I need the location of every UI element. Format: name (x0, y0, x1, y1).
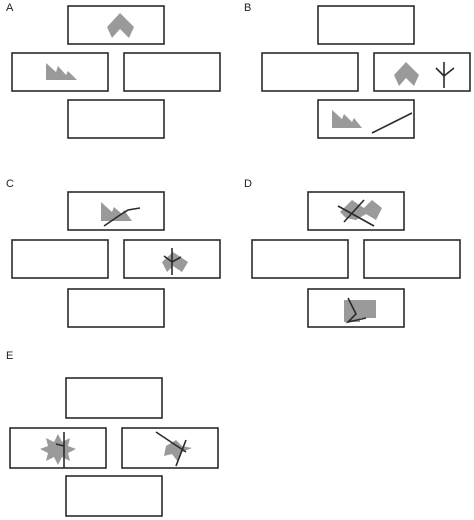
panel-b-top-box (317, 5, 415, 45)
panel-c-sawtooth-shape (101, 202, 132, 221)
panel-a-bottom-box (67, 99, 165, 139)
panel-a-chevron-shape (107, 13, 134, 38)
panel-e-vertical-line (55, 432, 65, 468)
panel-d (251, 191, 461, 328)
panel-d-cross-line-2 (343, 199, 365, 223)
panel-e-cross-line-2 (175, 439, 187, 467)
panel-e (9, 377, 219, 517)
panel-d-right-box (363, 239, 461, 279)
panel-a (11, 5, 221, 139)
panel-d-hook-line (345, 297, 367, 324)
panel-label-a: A (6, 2, 14, 14)
panel-b-chevron-shape (394, 62, 419, 86)
panel-a-left-box (11, 52, 109, 92)
panel-e-starburst-shape (40, 434, 76, 465)
panel-a-sawtooth-shape (46, 63, 77, 80)
panel-b-rising-line (371, 112, 413, 134)
panel-label-d: D (244, 178, 252, 190)
panel-c-overlap-line (103, 207, 141, 227)
panel-d-left-box (251, 239, 349, 279)
panel-b-left-box (261, 52, 359, 92)
panel-c-bottom-box (67, 288, 165, 328)
panel-c-branch-line (163, 248, 182, 275)
panel-e-cross-line-1 (155, 431, 187, 453)
panel-c-left-box (11, 239, 109, 279)
panel-b-sawtooth-shape (332, 110, 362, 128)
panel-label-b: B (244, 2, 252, 14)
panel-c (11, 191, 221, 328)
panel-e-star-shape (164, 440, 192, 462)
panel-label-c: C (6, 178, 14, 190)
panel-e-bottom-box (65, 475, 163, 517)
panel-label-e: E (6, 350, 14, 362)
panel-b (261, 5, 471, 139)
panel-b-right-box (373, 52, 471, 92)
panel-d-cross-line-1 (337, 205, 375, 227)
panel-b-branch-line (435, 62, 455, 88)
panel-a-right-box (123, 52, 221, 92)
panel-c-chevron-shape (162, 252, 188, 272)
panel-e-top-box (65, 377, 163, 419)
